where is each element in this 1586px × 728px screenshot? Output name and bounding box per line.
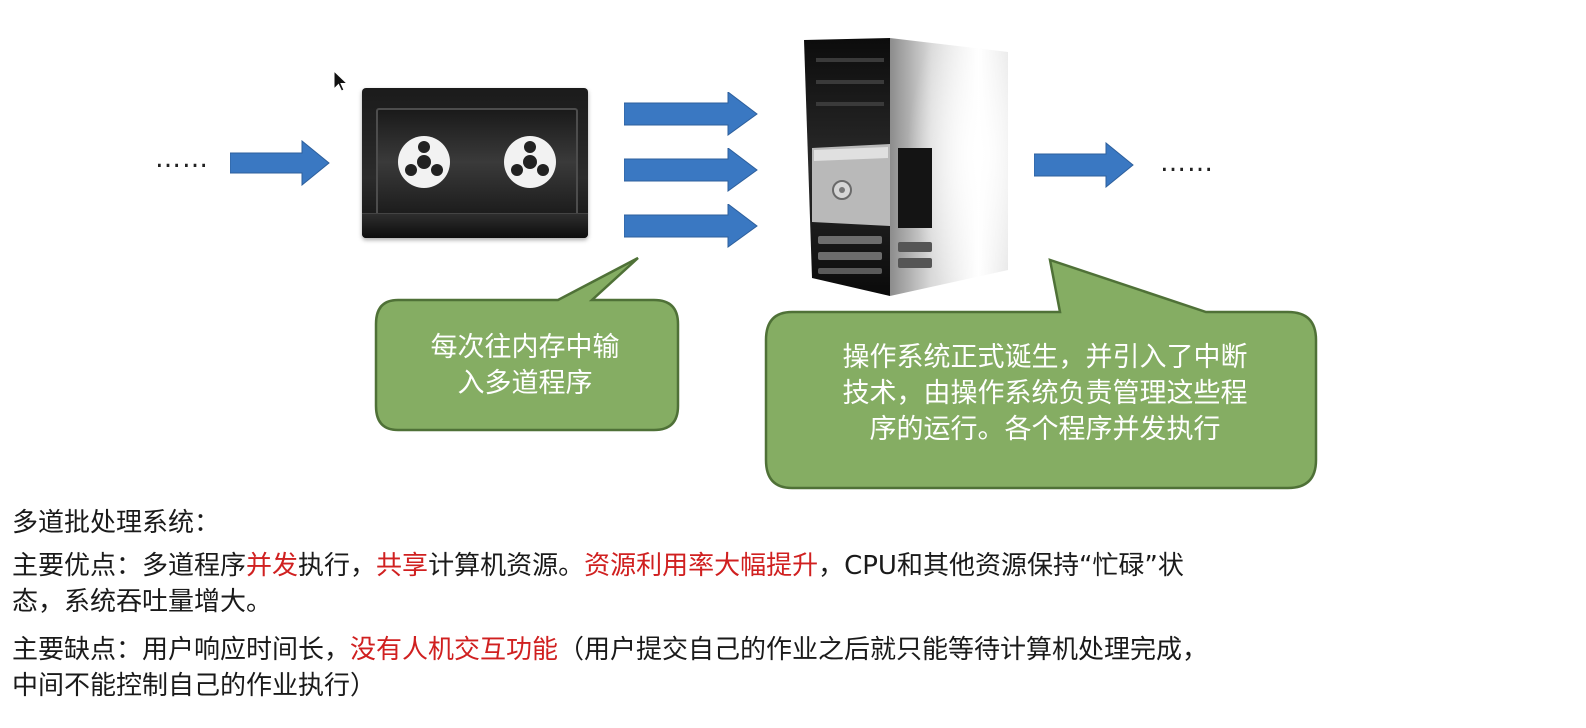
callout-right-shape — [764, 258, 1318, 490]
adv-highlight: 并发 — [246, 551, 299, 581]
callout-left-shape — [374, 256, 680, 432]
section-heading: 多道批处理系统： — [12, 508, 221, 538]
adv-highlight: 共享 — [376, 551, 429, 581]
dis-text-line2: 中间不能控制自己的作业执行） — [12, 671, 377, 701]
adv-text: ，CPU和其他资源保持“忙碌”状 — [818, 551, 1184, 581]
adv-text-line2: 态，系统吞吐量增大。 — [12, 587, 273, 617]
arrow-right-icon — [624, 204, 758, 248]
server-tower-icon — [804, 38, 1008, 296]
disadvantages-paragraph: 主要缺点：用户响应时间长，没有人机交互功能（用户提交自己的作业之后就只能等待计算… — [12, 632, 1580, 704]
callout-left-text: 每次往内存中输 入多道程序 — [430, 332, 620, 399]
arrow-right-icon — [624, 92, 758, 136]
advantages-paragraph: 主要优点：多道程序并发执行，共享计算机资源。资源利用率大幅提升，CPU和其他资源… — [12, 548, 1580, 620]
callout-right-text: 操作系统正式诞生，并引入了中断 技术，由操作系统负责管理这些程 序的运行。各个程… — [842, 342, 1248, 445]
arrow-right-icon — [624, 148, 758, 192]
adv-text: 计算机资源。 — [428, 551, 585, 581]
dis-text: （用户提交自己的作业之后就只能等待计算机处理完成， — [558, 635, 1209, 665]
right-ellipsis: …… — [1160, 148, 1214, 178]
adv-text: 执行， — [298, 551, 377, 581]
adv-highlight: 资源利用率大幅提升 — [584, 551, 819, 581]
adv-text: 主要优点：多道程序 — [12, 551, 247, 581]
mouse-cursor-icon — [333, 70, 349, 92]
dis-highlight: 没有人机交互功能 — [350, 635, 559, 665]
dis-text: 主要缺点：用户响应时间长， — [12, 635, 351, 665]
arrow-right-icon — [1034, 142, 1134, 188]
left-ellipsis: …… — [155, 144, 209, 174]
arrow-right-icon — [230, 140, 330, 186]
tape-drive-icon — [362, 88, 588, 238]
